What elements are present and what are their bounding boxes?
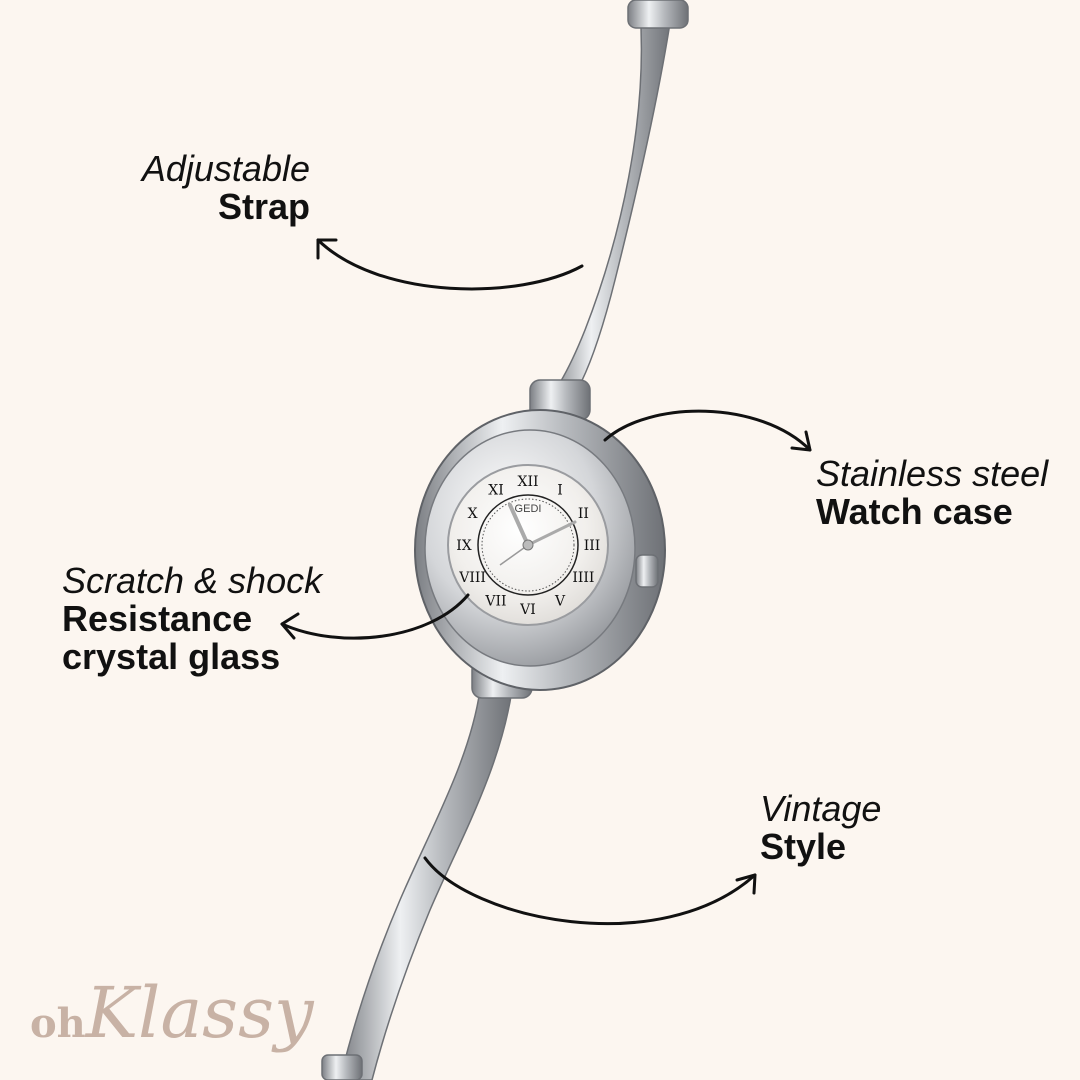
- strap-label-line1: Adjustable: [141, 148, 310, 189]
- case-arrow-head: [790, 430, 812, 452]
- lower-strap: [321, 689, 513, 1080]
- glass-label-line1: Scratch & shock: [62, 560, 323, 601]
- strap-arrow-head: [316, 238, 338, 260]
- dial-numeral: II: [578, 506, 589, 522]
- case-label: Stainless steel Watch case: [816, 455, 1076, 531]
- case-label-line1: Stainless steel: [816, 453, 1049, 494]
- strap-arrow: [316, 238, 584, 291]
- brand-name: Klassy: [85, 972, 314, 1054]
- crown: [635, 554, 659, 588]
- hour-hand: [508, 503, 530, 547]
- dial-numeral: X: [468, 506, 478, 522]
- dial-numeral: VII: [484, 593, 506, 609]
- dial-numeral: V: [554, 593, 566, 609]
- second-hand: [499, 544, 529, 566]
- dial-numeral: III: [584, 538, 601, 554]
- glass-label-line3: crystal glass: [62, 635, 281, 677]
- dial-numeral: VIII: [458, 570, 486, 586]
- brand-logo: ohKlassy: [30, 972, 314, 1054]
- style-label: Vintage Style: [760, 790, 960, 866]
- strap-label-line2: Strap: [217, 185, 310, 227]
- dial-numeral: I: [557, 483, 563, 499]
- minute-hand: [526, 520, 577, 547]
- annotation-arrows: [280, 238, 812, 926]
- case-arrow: [603, 409, 812, 452]
- style-label-line1: Vintage: [760, 788, 882, 829]
- style-label-line2: Style: [760, 825, 847, 867]
- glass-label: Scratch & shock Resistance crystal glass: [62, 562, 362, 675]
- style-arrow-head: [735, 873, 757, 895]
- dial-brand-text: GEDI: [515, 503, 542, 515]
- upper-strap: [546, 0, 689, 403]
- glass-arrow: [280, 593, 470, 640]
- dial-numeral: VI: [519, 602, 536, 618]
- case-label-line2: Watch case: [816, 490, 1013, 532]
- dial-numeral: IIII: [572, 570, 594, 586]
- glass-label-line2: Resistance: [62, 597, 253, 639]
- dial-numeral: XII: [517, 474, 538, 490]
- style-arrow: [423, 856, 757, 926]
- dial-numeral: IX: [456, 538, 472, 554]
- dial-numeral: XI: [488, 483, 504, 499]
- strap-label: Adjustable Strap: [80, 150, 310, 226]
- brand-prefix: oh: [30, 1000, 86, 1047]
- hand-pin: [522, 539, 534, 551]
- glass-arrow-head: [280, 612, 300, 640]
